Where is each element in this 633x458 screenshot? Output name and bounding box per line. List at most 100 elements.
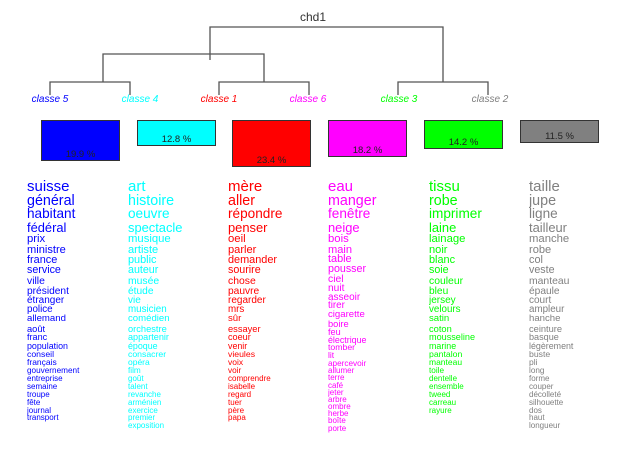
class-percentage: 19.9 % (65, 149, 96, 160)
class-word: appartenir (128, 332, 169, 343)
class-word: musée (128, 275, 160, 287)
class-word: voix (228, 357, 244, 368)
class-word: répondre (228, 206, 283, 222)
class-word: exposition (128, 421, 165, 431)
class-word: velours (429, 303, 461, 315)
class-size-box: 23.4 % (232, 120, 311, 167)
class-word: français (27, 357, 57, 368)
branch-1-6 (218, 81, 310, 95)
dendrogram-title: chd1 (300, 10, 327, 24)
class-word: isabelle (228, 382, 256, 392)
class-word: général (27, 192, 75, 209)
class-word: gouvernement (27, 366, 80, 376)
class-word: dentelle (429, 374, 458, 384)
class-word: étranger (27, 295, 65, 307)
class-word: fédéral (27, 219, 67, 235)
class-word: ampleur (529, 303, 565, 315)
class-word: boire (328, 318, 349, 329)
class-word: ciel (328, 273, 344, 285)
root-branch (209, 26, 444, 82)
class-word: légèrement (529, 341, 574, 352)
class-word: forme (529, 374, 550, 384)
class-word: table (328, 253, 352, 266)
class-word: asseoir (328, 292, 361, 304)
class-word: président (27, 285, 69, 297)
class-word: conseil (27, 348, 55, 359)
class-word: électrique (328, 335, 367, 346)
class-word: france (27, 253, 58, 266)
class-percentage: 11.5 % (545, 131, 574, 142)
class-word: nuit (328, 283, 345, 295)
class-word: vie (128, 295, 141, 307)
class-word: papa (228, 413, 246, 423)
class-word: boîte (328, 416, 346, 426)
class-word: pantalon (429, 348, 463, 359)
class-percentage: 23.4 % (256, 155, 287, 166)
class-word: long (529, 366, 545, 376)
class-word: rayure (429, 405, 452, 415)
class-word: longueur (529, 421, 561, 431)
class-word: robe (529, 244, 552, 257)
class-word: mrs (228, 303, 245, 315)
class-word: sourire (228, 264, 261, 277)
class-word: feu (328, 327, 341, 338)
class-word: eau (328, 180, 354, 195)
class-word: époque (128, 341, 158, 352)
class-word: manche (529, 233, 570, 246)
class-label: classe 6 (289, 94, 327, 105)
class-word: habitant (27, 206, 76, 222)
class-word: arbre (328, 394, 347, 404)
class-word: manteau (529, 275, 570, 287)
class-word: père (228, 405, 245, 415)
class-word: musique (128, 233, 171, 246)
class-word: terre (328, 373, 345, 383)
class-word: parler (228, 244, 257, 257)
class-size-box: 14.2 % (424, 120, 503, 149)
class-word: tissu (429, 180, 460, 195)
class-word: semaine (27, 382, 58, 392)
class-label: classe 3 (380, 94, 418, 105)
class-word: pousser (328, 263, 367, 276)
class-word: jeter (328, 387, 344, 397)
class-word: musicien (128, 303, 167, 315)
class-word: oeil (228, 233, 246, 246)
class-percentage: 18.2 % (352, 145, 383, 156)
class-percentage: 12.8 % (161, 134, 192, 145)
class-word: épaule (529, 285, 560, 297)
class-word: cigarette (328, 309, 365, 321)
branch-5-4 (49, 81, 131, 95)
class-word: ensemble (429, 382, 464, 392)
class-label: classe 1 (200, 94, 238, 105)
branch-3-2 (397, 81, 489, 95)
class-word: auteur (128, 264, 159, 277)
class-word: laine (429, 219, 457, 235)
class-word: lainage (429, 233, 466, 246)
class-word: coeur (228, 332, 251, 343)
class-word: herbe (328, 409, 349, 419)
class-word: penser (228, 219, 268, 235)
class-word: tirer (328, 300, 345, 312)
class-word: regarder (228, 295, 266, 307)
class-word: neige (328, 219, 360, 235)
class-word: allemand (27, 313, 66, 325)
class-word: allumer (328, 366, 355, 376)
class-word: fenêtre (328, 206, 371, 222)
class-word: toile (429, 366, 445, 376)
class-word: venir (228, 341, 248, 352)
class-word: bleu (429, 285, 449, 297)
class-label: classe 4 (121, 94, 159, 105)
class-word: marine (429, 341, 457, 352)
class-word: pli (529, 357, 538, 368)
class-word: étude (128, 285, 154, 297)
class-word: robe (429, 192, 458, 209)
class-word: comédien (128, 313, 170, 325)
class-word: opéra (128, 357, 150, 368)
class-word: journal (27, 405, 52, 415)
class-word: basque (529, 332, 559, 343)
class-word: goût (128, 374, 144, 384)
class-word: artiste (128, 244, 159, 257)
class-size-box: 11.5 % (520, 120, 599, 143)
